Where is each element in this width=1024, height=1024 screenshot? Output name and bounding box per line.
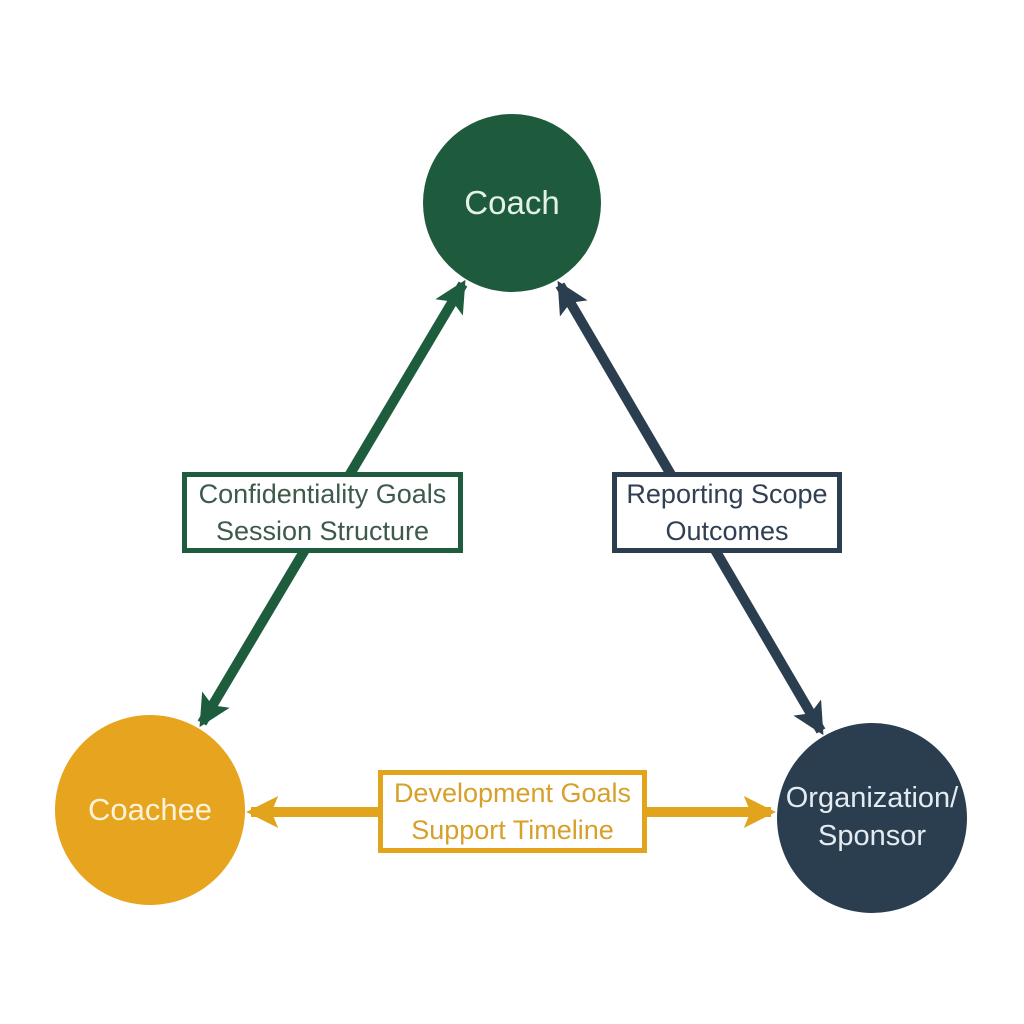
edge-label-coach-organization-text: Reporting Scope Outcomes	[626, 479, 828, 546]
node-coach-label: Coach	[464, 183, 560, 221]
edge-label-coach-coachee-text: Confidentiality Goals Session Structure	[198, 479, 447, 546]
node-organization-sponsor-label: Organization/ Sponsor	[785, 782, 959, 852]
node-coachee-label: Coachee	[87, 791, 213, 827]
node-coachee: Coachee	[55, 715, 245, 905]
node-organization-sponsor: Organization/ Sponsor	[777, 723, 967, 913]
edge-label-coach-organization: Reporting Scope Outcomes	[612, 472, 842, 553]
edge-label-coachee-organization: Development Goals Support Timeline	[378, 770, 647, 853]
edge-label-coach-coachee: Confidentiality Goals Session Structure	[182, 472, 463, 553]
node-coach: Coach	[423, 114, 601, 292]
edge-label-coachee-organization-text: Development Goals Support Timeline	[393, 778, 632, 845]
